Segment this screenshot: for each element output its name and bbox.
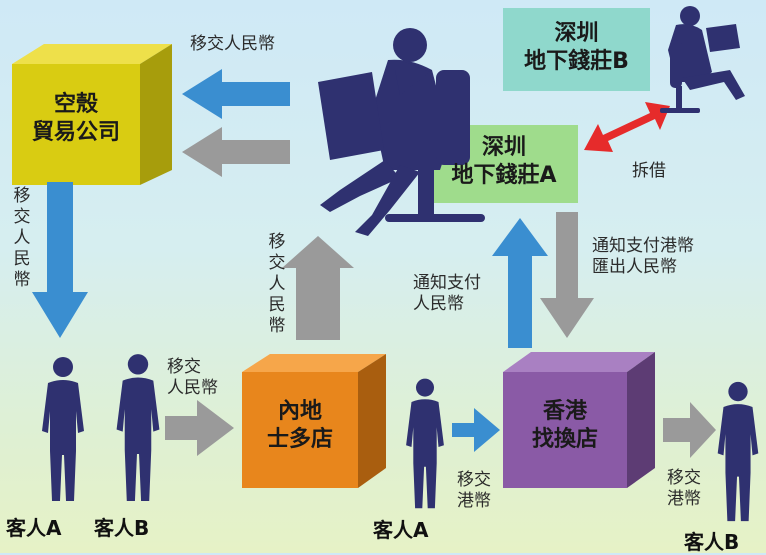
arrow-shell-to-customers <box>32 182 88 338</box>
arrow-customer-a-to-exchange <box>452 408 500 452</box>
shell-company-label: 空殼 貿易公司 <box>31 92 120 145</box>
mainland-store-box <box>242 354 386 488</box>
label-transfer-rmb-top: 移交人民幣 <box>190 34 275 54</box>
bank-b-boss-silhouette <box>660 6 745 113</box>
label-transfer-hkd-b: 移交 港幣 <box>667 468 701 509</box>
underground-bank-b-box <box>503 8 650 91</box>
label-notify-pay-rmb: 通知支付 人民幣 <box>413 273 481 314</box>
label-notify-pay-hkd: 通知支付港幣 匯出人民幣 <box>592 236 694 277</box>
customer-a-mid-name: 客人A <box>373 518 429 542</box>
arrow-bank-a-to-exchange <box>540 212 594 338</box>
arrow-rmb-to-shell-gray <box>182 127 290 177</box>
arrow-rmb-to-shell-blue <box>182 69 290 119</box>
shell-company-box <box>12 44 172 185</box>
boss-silhouette <box>318 28 485 236</box>
underground-bank-a-label: 深圳 地下錢莊A <box>451 135 557 188</box>
customer-a-mid-silhouette <box>406 378 444 509</box>
customer-b-right-name: 客人B <box>684 530 740 554</box>
arrow-exchange-to-bank-a <box>492 218 548 348</box>
arrow-lend-borrow <box>584 102 670 152</box>
hk-exchange-label: 香港 找換店 <box>531 399 598 452</box>
label-transfer-rmb-to-store: 移交 人民幣 <box>167 357 218 398</box>
customer-a-left-name: 客人A <box>6 516 62 540</box>
label-transfer-rmb-up: 移交人民幣 <box>268 232 286 336</box>
label-transfer-hkd-a: 移交 港幣 <box>457 470 491 511</box>
underground-bank-b-label: 深圳 地下錢莊B <box>524 21 629 74</box>
arrow-customers-to-store <box>165 400 234 456</box>
mainland-store-label: 內地 士多店 <box>266 399 333 452</box>
label-transfer-rmb-left: 移交人民幣 <box>13 186 31 290</box>
arrow-store-to-boss <box>282 236 354 340</box>
customer-b-left-silhouette <box>116 354 160 501</box>
arrow-exchange-to-customer-b <box>663 402 716 458</box>
customer-b-left-name: 客人B <box>94 516 150 540</box>
label-lend-borrow: 拆借 <box>632 161 666 181</box>
hk-exchange-box <box>503 352 655 488</box>
customer-a-left-silhouette <box>42 357 84 501</box>
customer-b-right-silhouette <box>717 381 759 522</box>
